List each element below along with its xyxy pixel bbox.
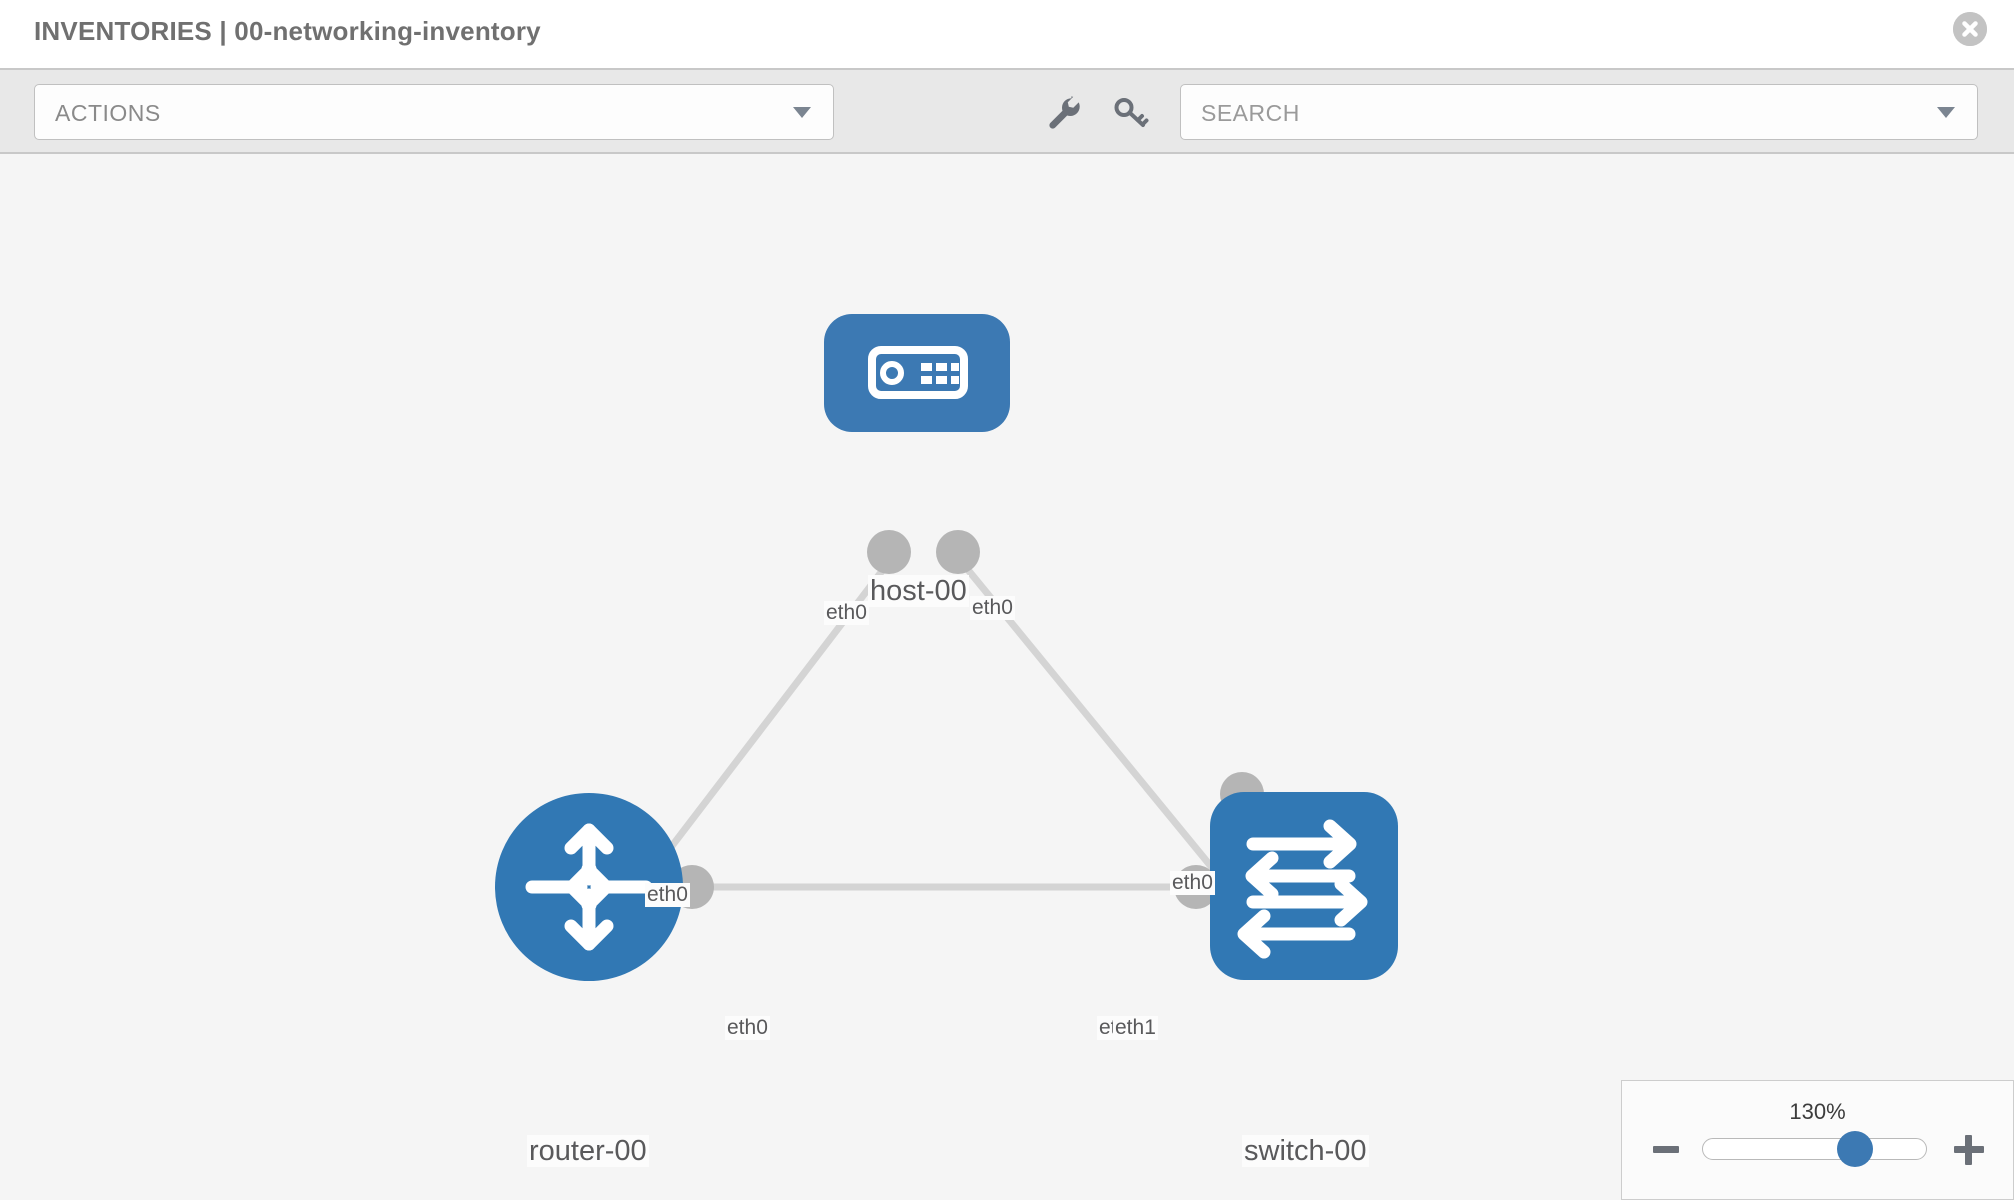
toolbar: ACTIONS SEARCH [0, 68, 2014, 154]
node-label-switch-00[interactable]: switch-00 [1242, 1135, 1369, 1168]
node-host-00 [824, 314, 1010, 432]
zoom-control: 130% [1621, 1080, 2014, 1200]
iface-label-host-right[interactable]: eth0 [970, 596, 1015, 621]
topology-links [617, 551, 1253, 917]
zoom-level-value: 130% [1789, 1099, 1846, 1124]
zoom-slider-thumb[interactable] [1837, 1131, 1873, 1167]
switch-arrows-icon [1237, 819, 1368, 959]
key-icon[interactable] [1110, 92, 1152, 134]
wrench-icon[interactable] [1042, 92, 1084, 134]
iface-label-host-left[interactable]: eth0 [824, 601, 869, 626]
iface-label-switch-left-b[interactable]: eth1 [1113, 1016, 1158, 1041]
chevron-down-icon [793, 107, 811, 118]
close-icon[interactable] [1953, 12, 1987, 46]
node-router-00 [495, 793, 683, 981]
iface-label-router-right[interactable]: eth0 [725, 1016, 770, 1041]
zoom-slider-track[interactable] [1702, 1138, 1927, 1160]
server-icon [868, 346, 968, 399]
port-host-left [867, 530, 911, 574]
chevron-down-icon[interactable] [1937, 107, 1955, 118]
iface-label-router-up[interactable]: eth0 [645, 883, 690, 908]
node-label-router-00[interactable]: router-00 [527, 1135, 649, 1168]
router-arrows-icon [525, 823, 653, 951]
iface-label-switch-up[interactable]: eth0 [1170, 871, 1215, 896]
zoom-in-button[interactable] [1954, 1134, 1984, 1165]
zoom-out-button[interactable] [1651, 1134, 1681, 1164]
actions-dropdown-label: ACTIONS [55, 100, 161, 126]
search-input[interactable]: SEARCH [1180, 84, 1978, 140]
topology-canvas[interactable]: host-00 router-00 switch-00 eth0 eth0 et… [0, 154, 2014, 1200]
node-label-host-00[interactable]: host-00 [868, 575, 969, 608]
port-host-right [936, 530, 980, 574]
node-switch-00 [1210, 792, 1398, 980]
page-header: INVENTORIES | 00-networking-inventory [0, 0, 2014, 68]
search-placeholder: SEARCH [1201, 100, 1300, 126]
page-title: INVENTORIES | 00-networking-inventory [34, 16, 541, 46]
actions-dropdown[interactable]: ACTIONS [34, 84, 834, 140]
